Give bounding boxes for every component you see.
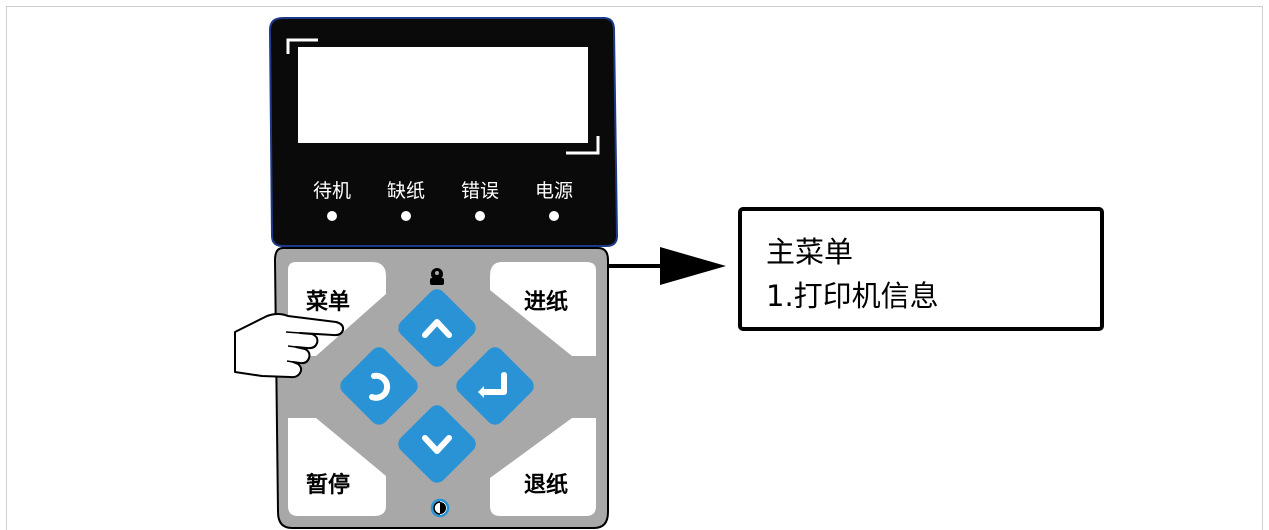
figure-frame	[6, 6, 1263, 530]
indicator-label-power: 电源	[535, 180, 573, 202]
screen-corner-mark-br	[566, 136, 600, 155]
indicator-label-paper-out: 缺纸	[387, 180, 425, 202]
enter-arrow-icon	[482, 372, 507, 395]
menu-key-label: 菜单	[305, 290, 350, 315]
led-error	[475, 211, 485, 221]
led-paper-out	[401, 211, 411, 221]
enter-arrow-head	[478, 386, 484, 398]
chevron-up-icon	[422, 319, 452, 338]
lcd-screen	[298, 47, 588, 143]
screen-corner-mark-tl	[286, 38, 318, 54]
menu-title: 主菜单	[766, 235, 853, 269]
pause-key[interactable]	[288, 418, 386, 516]
indicator-label-standby: 待机	[313, 180, 351, 202]
pause-key-label: 暂停	[306, 472, 350, 498]
retract-key[interactable]	[490, 418, 596, 516]
nav-left-button[interactable]	[337, 344, 422, 429]
indicator-label-error: 错误	[461, 180, 499, 202]
feed-key-label: 进纸	[524, 289, 568, 315]
led-standby	[327, 211, 337, 221]
feed-key[interactable]	[490, 262, 596, 356]
cloud-person-icon	[430, 268, 444, 285]
arrow-to-menu	[608, 247, 726, 285]
nav-right-button[interactable]	[453, 344, 538, 429]
display-housing: 待机 缺纸 错误 电源	[268, 17, 619, 247]
retract-key-label: 退纸	[524, 472, 568, 498]
pointing-hand-icon	[234, 313, 345, 379]
menu-display-frame	[738, 207, 1104, 331]
back-arc-icon	[369, 372, 391, 401]
contrast-icon	[430, 498, 450, 518]
keypad: 菜单 进纸 暂停 退纸	[273, 247, 609, 529]
chevron-down-icon	[422, 435, 452, 454]
nav-up-button[interactable]	[395, 286, 480, 371]
menu-display-box: 主菜单 1.打印机信息	[738, 207, 1104, 331]
menu-item: 1.打印机信息	[766, 279, 939, 313]
led-power	[549, 211, 559, 221]
nav-down-button[interactable]	[395, 402, 480, 487]
